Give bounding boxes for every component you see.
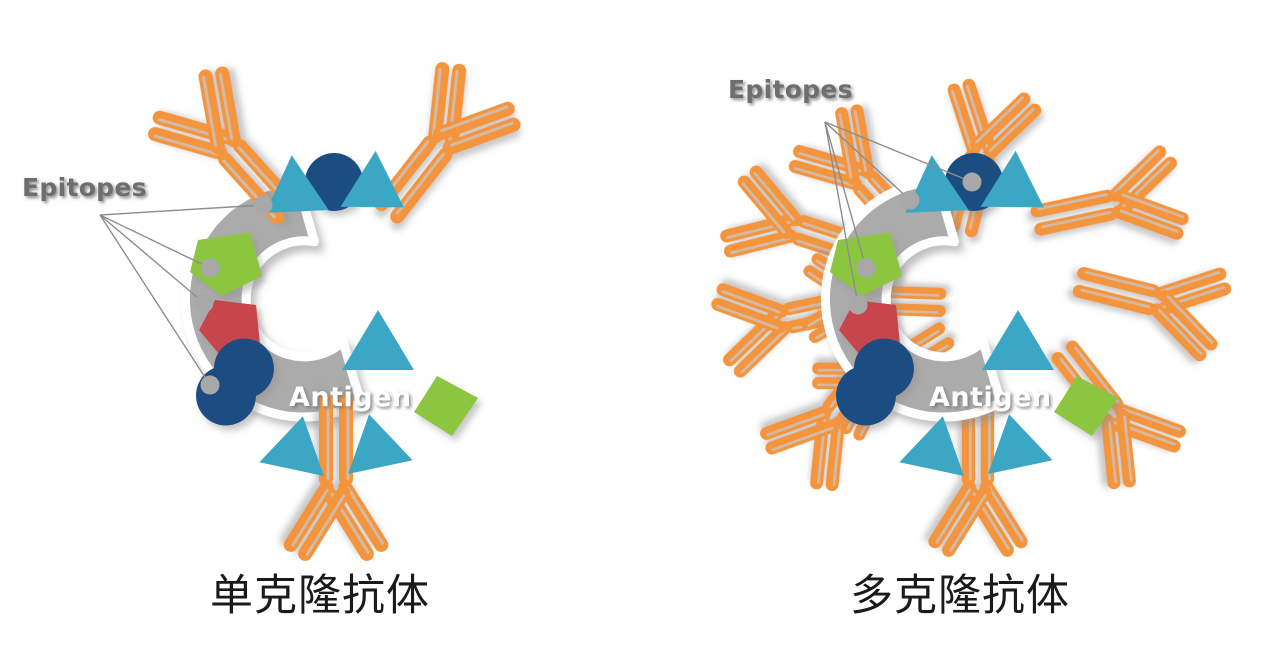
leader-node [200, 258, 220, 278]
epitope-cyan-triangle-inner [342, 310, 414, 370]
leader-node [900, 190, 920, 210]
epitopes-label: Epitopes [728, 75, 853, 104]
caption-polyclonal: 多克隆抗体 [850, 571, 1070, 621]
antibody-polyclonal-2 [1022, 139, 1196, 271]
antibody-monoclonal-2 [340, 48, 533, 250]
antigen-label: Antigen [929, 382, 1052, 413]
leader-node [856, 258, 876, 278]
epitope-navy-circle-lower [196, 338, 274, 426]
epitope-leader-lines [99, 195, 273, 395]
leader-node [200, 375, 220, 395]
caption-monoclonal: 单克隆抗体 [210, 571, 430, 621]
epitope-green-diamond [414, 376, 478, 436]
epitope-green-diamond [1054, 376, 1118, 436]
leader-node [253, 195, 273, 215]
panel-polyclonal: Epitopes Antigen 多克隆抗体 [640, 0, 1280, 667]
leader-node [848, 295, 868, 315]
epitope-green-pentagon [190, 232, 262, 296]
epitope-leader-lines [824, 121, 982, 315]
leader-node [962, 172, 982, 192]
epitopes-label: Epitopes [22, 173, 147, 202]
antibody-polyclonal-ring [704, 71, 1239, 560]
polyclonal-diagram: Epitopes Antigen [704, 71, 1239, 560]
monoclonal-diagram: Epitopes Antigen [22, 48, 533, 564]
epitope-navy-circle-lower [836, 338, 914, 426]
leader-node [194, 293, 214, 313]
antigen-label: Antigen [289, 382, 412, 413]
antibody-polyclonal-3 [1063, 231, 1239, 368]
epitope-cyan-triangle-inner [982, 310, 1054, 370]
panel-monoclonal: Epitopes Antigen 单克隆抗体 [22, 48, 533, 621]
